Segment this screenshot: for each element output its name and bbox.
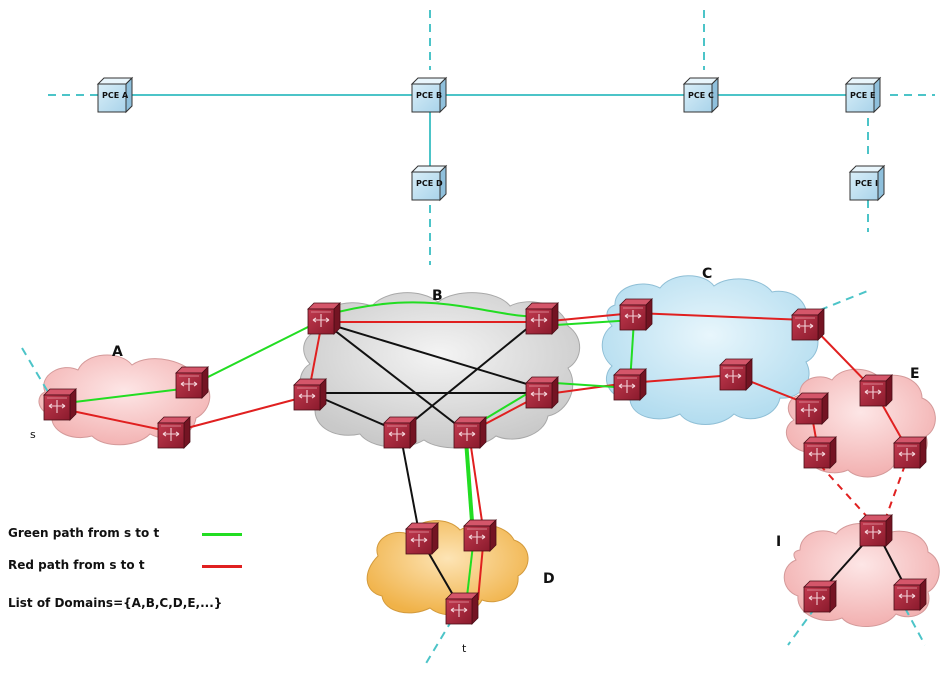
legend-red-label: Red path from s to t xyxy=(8,558,145,572)
source-label: s xyxy=(30,428,36,441)
router-e3[interactable] xyxy=(803,436,837,469)
legend-green-swatch xyxy=(202,533,242,536)
domain-a-label: A xyxy=(112,344,123,360)
router-a2[interactable] xyxy=(175,366,209,399)
pce-links xyxy=(130,94,860,180)
pce-a-node[interactable]: PCE A xyxy=(97,77,133,113)
pce-d-node[interactable]: PCE D xyxy=(411,165,447,201)
router-a1[interactable] xyxy=(43,388,77,421)
router-c1[interactable] xyxy=(619,298,653,331)
pce-b-label: PCE B xyxy=(416,91,442,100)
router-e4[interactable] xyxy=(893,436,927,469)
router-i1[interactable] xyxy=(859,514,893,547)
legend-green-label: Green path from s to t xyxy=(8,526,160,540)
legend-domain-list: List of Domains={A,B,C,D,E,...} xyxy=(8,596,223,610)
router-i3[interactable] xyxy=(893,578,927,611)
pce-c-label: PCE C xyxy=(688,91,714,100)
pce-i-label: PCE I xyxy=(855,179,878,188)
router-b5[interactable] xyxy=(383,416,417,449)
router-d1[interactable] xyxy=(405,522,439,555)
domain-c-cloud xyxy=(601,275,819,425)
router-b6[interactable] xyxy=(453,416,487,449)
pce-a-label: PCE A xyxy=(102,91,129,100)
domain-c-label: C xyxy=(702,266,712,282)
router-i2[interactable] xyxy=(803,580,837,613)
domain-d-label: D xyxy=(543,571,555,587)
router-d3[interactable] xyxy=(445,592,479,625)
domain-b-cloud xyxy=(299,292,581,449)
router-c3[interactable] xyxy=(719,358,753,391)
router-edge-1[interactable] xyxy=(791,308,825,341)
router-c2[interactable] xyxy=(613,368,647,401)
pce-i-node[interactable]: PCE I xyxy=(849,165,885,201)
router-a3[interactable] xyxy=(157,416,191,449)
router-b4[interactable] xyxy=(525,376,559,409)
router-b3[interactable] xyxy=(293,378,327,411)
pce-c-node[interactable]: PCE C xyxy=(683,77,719,113)
red-dashed-links xyxy=(819,464,906,521)
target-label: t xyxy=(462,642,467,655)
router-d2[interactable] xyxy=(463,519,497,552)
domain-b-label: B xyxy=(432,288,443,304)
domain-i-label: I xyxy=(776,534,781,550)
router-e2[interactable] xyxy=(795,392,829,425)
router-e1[interactable] xyxy=(859,374,893,407)
legend-red-swatch xyxy=(202,565,242,568)
router-b1[interactable] xyxy=(307,302,341,335)
domain-e-label: E xyxy=(910,366,920,382)
pce-e-label: PCE E xyxy=(850,91,875,100)
external-dashed-links xyxy=(21,289,926,666)
pce-d-label: PCE D xyxy=(416,179,443,188)
pce-b-node[interactable]: PCE B xyxy=(411,77,447,113)
router-b2[interactable] xyxy=(525,302,559,335)
pce-e-node[interactable]: PCE E xyxy=(845,77,881,113)
pce-dashed-links xyxy=(48,10,935,265)
